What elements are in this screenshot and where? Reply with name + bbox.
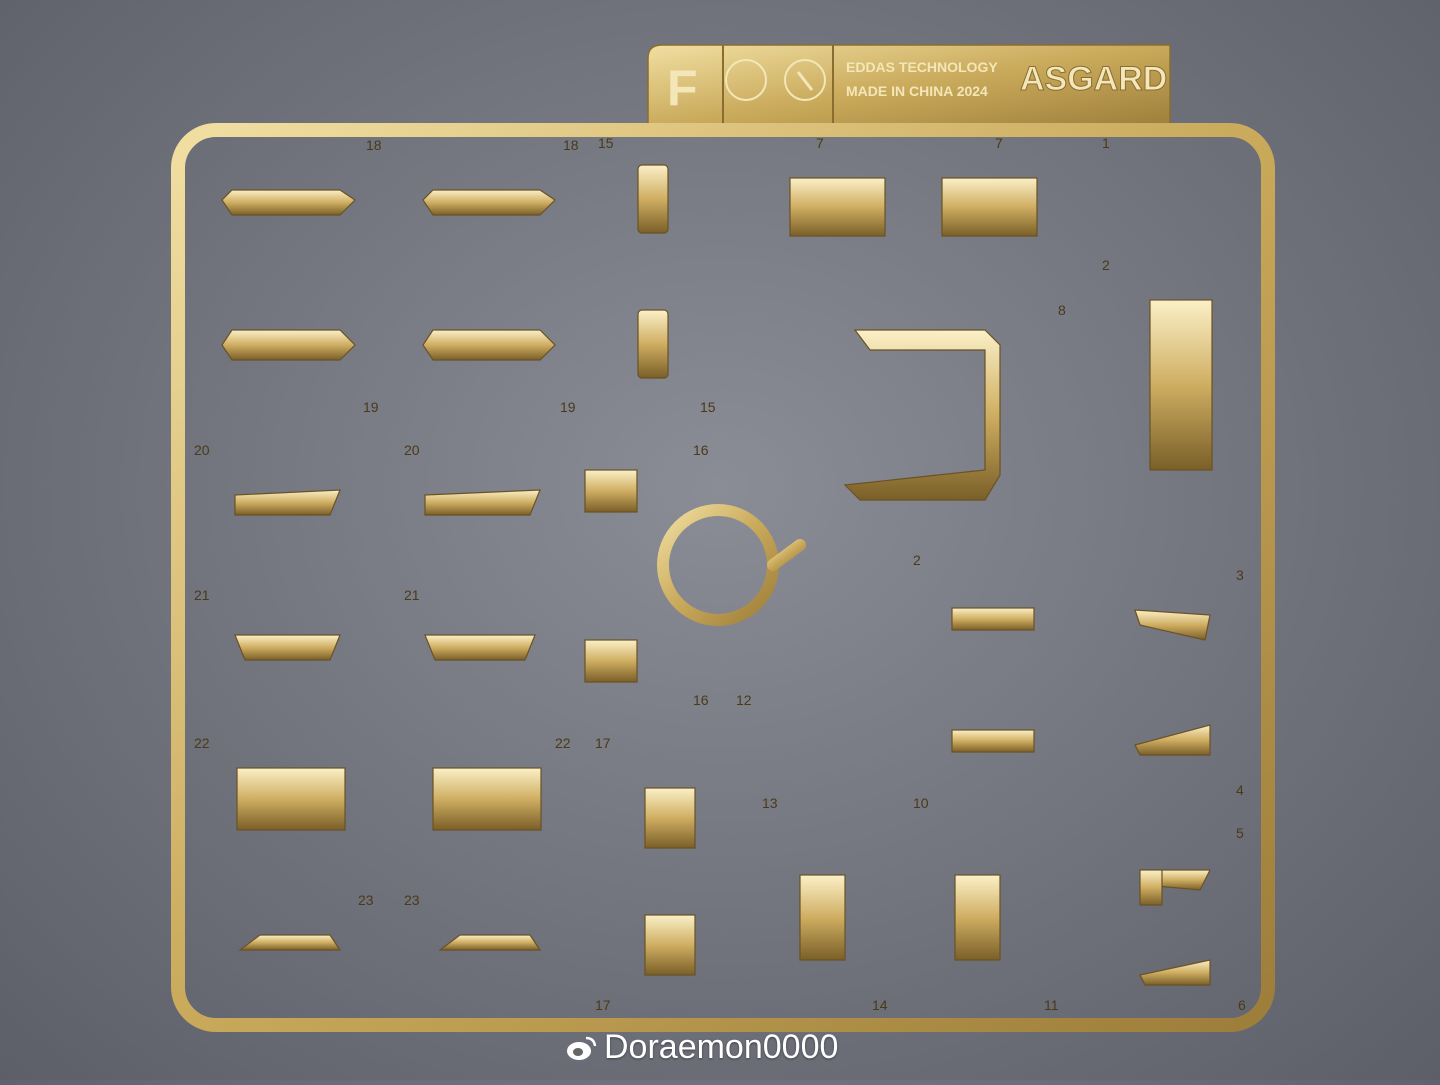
part-7a	[789, 177, 886, 237]
part-number: 7	[816, 135, 824, 151]
part-16a	[584, 469, 638, 513]
part-19b	[422, 329, 556, 361]
part-22b	[432, 767, 542, 831]
part-number: 17	[595, 997, 611, 1013]
part-2-large	[1149, 299, 1213, 471]
part-number: 18	[563, 137, 579, 153]
weibo-icon	[567, 1036, 597, 1060]
part-number: 1	[1102, 135, 1110, 151]
part-number: 23	[404, 892, 420, 908]
part-3	[1134, 609, 1211, 641]
part-19a	[221, 329, 356, 361]
part-number: 18	[366, 137, 382, 153]
part-4	[1134, 724, 1211, 756]
part-11	[954, 874, 1001, 961]
part-17a	[644, 787, 696, 849]
part-21a	[234, 634, 341, 661]
part-number: 6	[1238, 997, 1246, 1013]
part-number: 21	[404, 587, 420, 603]
part-number: 8	[1058, 302, 1066, 318]
part-number: 16	[693, 442, 709, 458]
part-number: 19	[363, 399, 379, 415]
part-number: 15	[700, 399, 716, 415]
part-18a	[221, 189, 356, 216]
part-2b	[951, 607, 1035, 631]
part-23b	[438, 934, 542, 951]
part-number: 5	[1236, 825, 1244, 841]
part-20b	[424, 489, 541, 516]
part-22a	[236, 767, 346, 831]
part-number: 21	[194, 587, 210, 603]
part-7b	[941, 177, 1038, 237]
part-number: 2	[913, 552, 921, 568]
part-number: 20	[194, 442, 210, 458]
part-number: 19	[560, 399, 576, 415]
date-dial-icon	[784, 59, 826, 101]
part-17b	[644, 914, 696, 976]
watermark: Doraemon0000	[566, 1028, 838, 1067]
part-number: 16	[693, 692, 709, 708]
part-14	[799, 874, 846, 961]
part-number: 13	[762, 795, 778, 811]
part-number: 14	[872, 997, 888, 1013]
part-8	[843, 329, 1001, 501]
part-15a	[637, 164, 669, 234]
part-number: 23	[358, 892, 374, 908]
tag-letter: F	[667, 60, 698, 116]
part-number: 15	[598, 135, 614, 151]
brand-line2: MADE IN CHINA 2024	[846, 83, 988, 99]
part-16b	[584, 639, 638, 683]
part-number: 17	[595, 735, 611, 751]
part-10	[951, 729, 1035, 753]
part-number: 12	[736, 692, 752, 708]
part-15b	[637, 309, 669, 379]
part-number: 3	[1236, 567, 1244, 583]
part-number: 2	[1102, 257, 1110, 273]
part-number: 7	[995, 135, 1003, 151]
runners	[171, 123, 1275, 1032]
part-number: 22	[194, 735, 210, 751]
parts	[221, 164, 1213, 986]
part-number: 10	[913, 795, 929, 811]
product-name: ASGARD	[1020, 60, 1167, 98]
brand-line1: EDDAS TECHNOLOGY	[846, 59, 998, 75]
part-20a	[234, 489, 341, 516]
part-18b	[422, 189, 556, 216]
part-21b	[424, 634, 536, 661]
part-number: 11	[1044, 997, 1059, 1013]
part-number-labels: 18 18 15 7 7 1 2 8 19 19 15 20 20 16 21 …	[194, 135, 1246, 1013]
recycle-seal-icon	[725, 59, 767, 101]
sprue-tag: F EDDAS TECHNOLOGY MADE IN CHINA 2024 AS…	[647, 44, 1171, 131]
part-23a	[238, 934, 342, 951]
part-number: 20	[404, 442, 420, 458]
watermark-text: Doraemon0000	[604, 1028, 839, 1066]
part-6	[1139, 959, 1211, 986]
part-number: 4	[1236, 782, 1244, 798]
part-number: 22	[555, 735, 571, 751]
